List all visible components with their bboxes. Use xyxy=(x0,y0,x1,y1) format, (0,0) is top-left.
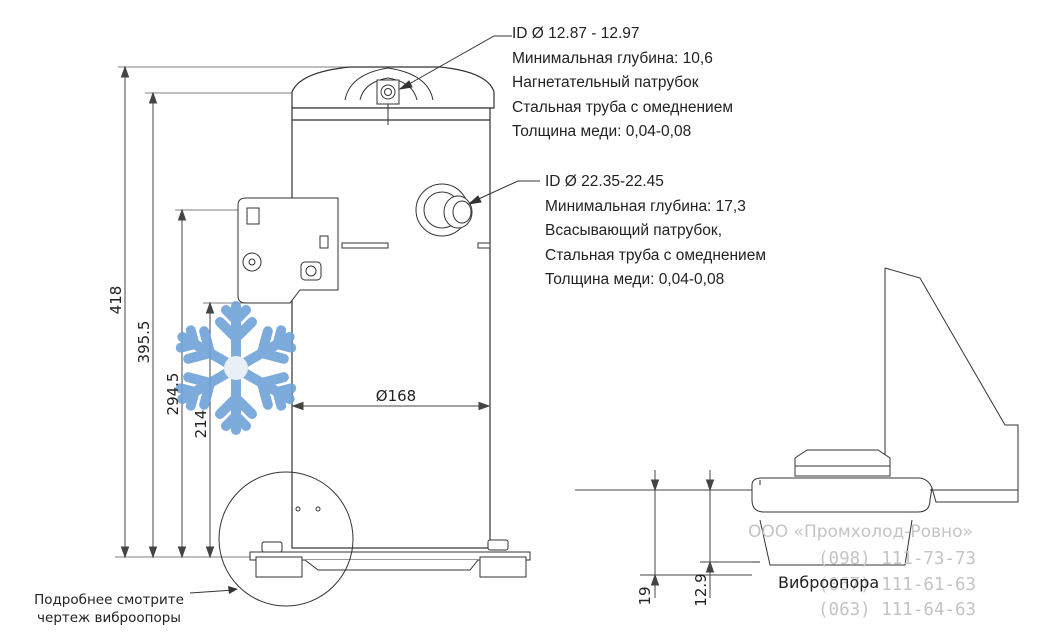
vibration-dimensions xyxy=(575,470,752,598)
terminal-box xyxy=(237,197,491,304)
detail-leader xyxy=(189,589,235,594)
suction-material: Стальная труба с омеднением xyxy=(545,246,766,264)
discharge-material: Стальная труба с омеднением xyxy=(512,98,733,116)
dim-418: 418 xyxy=(107,286,125,315)
suction-copper: Толщина меди: 0,04-0,08 xyxy=(545,271,725,288)
dim-214: 214 xyxy=(192,410,210,439)
dim-19: 19 xyxy=(636,586,654,605)
discharge-type: Нагнетательный патрубок xyxy=(512,74,699,91)
vertical-dimensions xyxy=(120,65,215,559)
dim-294-5: 294.5 xyxy=(164,373,182,416)
suction-id: ID Ø 22.35-22.45 xyxy=(545,173,664,190)
snowflake-logo xyxy=(174,301,297,430)
discharge-id: ID Ø 12.87 - 12.97 xyxy=(512,25,640,42)
discharge-fitting xyxy=(344,67,434,125)
diameter-dimension xyxy=(291,401,491,411)
discharge-depth: Минимальная глубина: 10,6 xyxy=(512,49,713,67)
detail-leader-arrow xyxy=(228,586,238,594)
vibration-mount-detail xyxy=(720,267,1019,566)
detail-note: Подробнее смотрите чертеж виброопоры xyxy=(14,591,204,627)
dim-12-9: 12.9 xyxy=(692,573,710,606)
watermark-phone-3: (063) 111-64-63 xyxy=(818,600,977,620)
suction-depth: Минимальная глубина: 17,3 xyxy=(545,197,746,215)
discharge-copper: Толщина меди: 0,04-0,08 xyxy=(512,123,692,140)
compressor-body xyxy=(291,66,495,549)
watermark-phone-1: (098) 111-73-73 xyxy=(818,549,977,569)
base-mounts xyxy=(249,506,531,578)
detail-circle xyxy=(218,471,354,607)
suction-callout: ID Ø 22.35-22.45 Минимальная глубина: 17… xyxy=(545,170,766,293)
vibration-mount-label: Виброопора xyxy=(778,573,880,592)
discharge-callout: ID Ø 12.87 - 12.97 Минимальная глубина: … xyxy=(512,22,733,145)
detail-note-line2: чертеж виброопоры xyxy=(37,610,181,626)
suction-type: Всасывающий патрубок, xyxy=(545,222,723,239)
detail-note-line1: Подробнее смотрите xyxy=(34,592,184,608)
dim-395-5: 395.5 xyxy=(135,321,153,364)
callout-leaders xyxy=(398,35,540,205)
watermark-company: ООО «Промхолод-Ровно» xyxy=(748,522,973,542)
suction-fitting xyxy=(415,183,473,237)
dim-diameter: Ø168 xyxy=(376,387,416,405)
watermark-phone-2: (067) 111-61-63 xyxy=(818,575,977,595)
